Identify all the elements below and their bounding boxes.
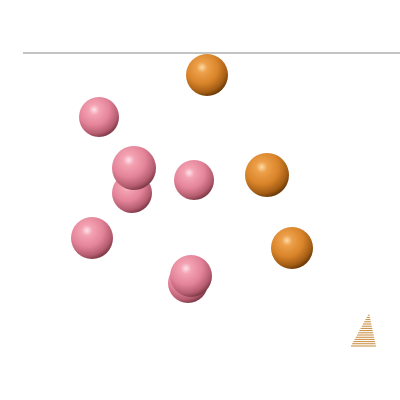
balls-layer	[71, 54, 313, 303]
pink-ball	[71, 217, 113, 259]
orange-ball	[245, 153, 289, 197]
orange-ball	[186, 54, 228, 96]
striped-cone-icon	[351, 314, 376, 347]
orange-ball	[271, 227, 313, 269]
pink-ball	[112, 146, 156, 190]
pink-ball	[174, 160, 214, 200]
pink-ball	[170, 255, 212, 297]
pink-ball	[79, 97, 119, 137]
